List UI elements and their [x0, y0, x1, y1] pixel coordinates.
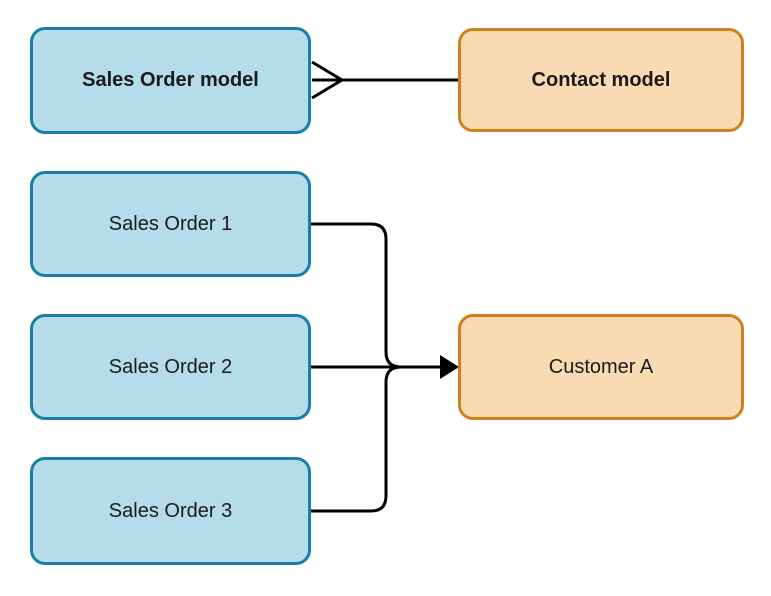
node-label: Contact model	[531, 68, 671, 91]
node-label: Sales Order model	[82, 69, 259, 91]
node-label: Sales Order 3	[108, 499, 233, 522]
node-contact-model: Contact model	[458, 28, 744, 132]
node-label: Sales Order 1	[108, 212, 233, 235]
edge-sales-order-3-to-customer-a	[311, 365, 402, 513]
edge-sales-order-2-to-customer-a	[311, 355, 459, 379]
node-label: Customer A	[548, 355, 654, 378]
arrowhead-icon	[440, 355, 459, 379]
node-sales-order-3: Sales Order 3	[30, 457, 311, 565]
node-sales-order-1: Sales Order 1	[30, 171, 311, 277]
edge-sales-order-model-to-contact-model	[311, 60, 458, 100]
edge-sales-order-1-to-customer-a	[311, 222, 402, 369]
crow-foot-icon	[311, 60, 343, 100]
node-label: Sales Order 2	[108, 355, 233, 378]
node-customer-a: Customer A	[458, 314, 744, 420]
node-sales-order-model: Sales Order model	[30, 27, 311, 134]
node-sales-order-2: Sales Order 2	[30, 314, 311, 420]
